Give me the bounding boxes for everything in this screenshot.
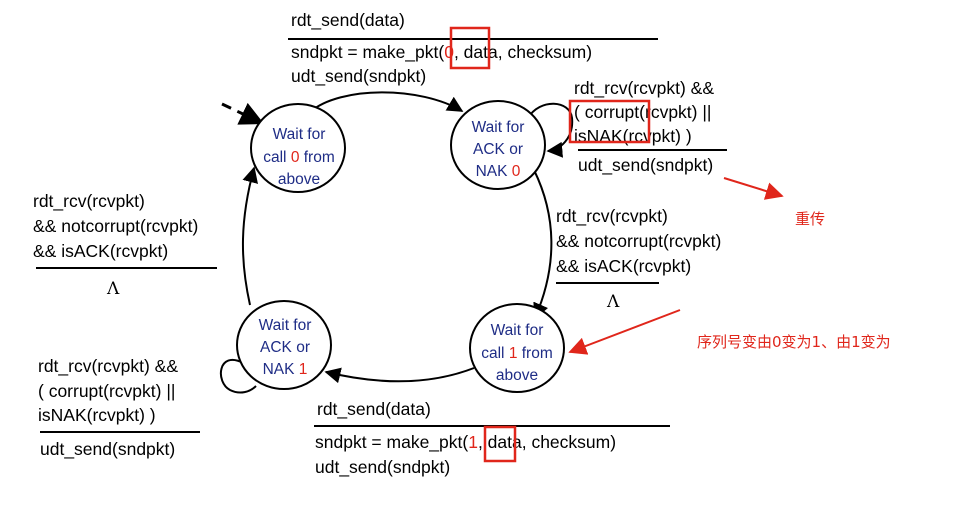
transition-top-label: rdt_send(data) sndpkt = make_pkt(0, data… xyxy=(288,10,658,87)
svg-text:&& notcorrupt(rcvpkt): && notcorrupt(rcvpkt) xyxy=(556,231,721,251)
svg-text:rdt_rcv(rcvpkt): rdt_rcv(rcvpkt) xyxy=(556,206,668,227)
svg-text:Wait for: Wait for xyxy=(273,126,326,143)
svg-text:rdt_rcv(rcvpkt) &&: rdt_rcv(rcvpkt) && xyxy=(574,78,714,99)
svg-text:&& notcorrupt(rcvpkt): && notcorrupt(rcvpkt) xyxy=(33,216,198,236)
svg-text:&& isACK(rcvpkt): && isACK(rcvpkt) xyxy=(33,241,168,261)
state-wait-call-1 xyxy=(469,303,565,393)
state-wait-call-0-label: Wait for call 0 from above xyxy=(263,126,335,188)
transition-call1-to-ack1 xyxy=(324,367,475,384)
svg-text:isNAK(rcvpkt) ): isNAK(rcvpkt) ) xyxy=(38,405,156,425)
svg-text:udt_send(sndpkt): udt_send(sndpkt) xyxy=(578,155,713,176)
svg-text:udt_send(sndpkt): udt_send(sndpkt) xyxy=(315,457,450,478)
transition-top-right-loop-label: rdt_rcv(rcvpkt) && ( corrupt(rcvpkt) || … xyxy=(568,78,727,176)
retransmit-note: 重传 xyxy=(795,210,825,228)
svg-text:( corrupt(rcvpkt) ||: ( corrupt(rcvpkt) || xyxy=(574,102,711,122)
svg-text:NAK 1: NAK 1 xyxy=(263,361,308,378)
state-wait-call-1-label: Wait for call 1 from above xyxy=(481,322,553,384)
sequence-arrow xyxy=(568,309,681,355)
svg-text:ACK or: ACK or xyxy=(260,339,310,356)
state-wait-ack-1-label: Wait for ACK or NAK 1 xyxy=(259,317,312,378)
svg-text:NAK 0: NAK 0 xyxy=(476,163,521,180)
svg-text:udt_send(sndpkt): udt_send(sndpkt) xyxy=(291,66,426,87)
svg-text:( corrupt(rcvpkt) ||: ( corrupt(rcvpkt) || xyxy=(38,381,175,401)
svg-text:Λ: Λ xyxy=(606,292,620,312)
svg-text:Λ: Λ xyxy=(106,279,120,299)
svg-text:call 1 from: call 1 from xyxy=(481,345,553,362)
svg-text:rdt_send(data): rdt_send(data) xyxy=(291,10,405,31)
sequence-note: 序列号变由0变为1、由1变为 xyxy=(697,333,891,351)
svg-text:Wait for: Wait for xyxy=(491,322,544,339)
svg-text:&& isACK(rcvpkt): && isACK(rcvpkt) xyxy=(556,256,691,276)
svg-text:sndpkt = make_pkt(1, data, che: sndpkt = make_pkt(1, data, checksum) xyxy=(315,432,616,453)
initial-state-arrow xyxy=(221,102,265,125)
transition-ack0-to-call1 xyxy=(533,169,553,320)
transition-right-label: rdt_rcv(rcvpkt) && notcorrupt(rcvpkt) &&… xyxy=(556,206,721,312)
highlight-box-seq-1 xyxy=(483,425,517,463)
transition-bottom-label: rdt_send(data) sndpkt = make_pkt(1, data… xyxy=(314,399,670,478)
svg-text:udt_send(sndpkt): udt_send(sndpkt) xyxy=(40,439,175,460)
transition-ack1-to-call0 xyxy=(241,166,258,306)
svg-text:above: above xyxy=(278,171,320,188)
self-loop-ack0 xyxy=(527,102,574,158)
transition-left-label: rdt_rcv(rcvpkt) && notcorrupt(rcvpkt) &&… xyxy=(33,191,217,299)
state-wait-ack-0 xyxy=(450,100,546,190)
state-wait-ack-0-label: Wait for ACK or NAK 0 xyxy=(472,119,525,180)
state-wait-call-0 xyxy=(250,103,346,193)
svg-text:rdt_send(data): rdt_send(data) xyxy=(317,399,431,420)
state-wait-ack-1 xyxy=(236,300,332,390)
svg-text:Wait for: Wait for xyxy=(259,317,312,334)
highlight-box-seq-0 xyxy=(449,26,491,70)
svg-text:above: above xyxy=(496,367,538,384)
svg-text:Wait for: Wait for xyxy=(472,119,525,136)
transition-bottom-left-loop-label: rdt_rcv(rcvpkt) && ( corrupt(rcvpkt) || … xyxy=(38,356,200,460)
highlight-box-corrupt xyxy=(568,99,651,144)
svg-text:ACK or: ACK or xyxy=(473,141,523,158)
svg-text:call 0 from: call 0 from xyxy=(263,149,335,166)
svg-text:sndpkt = make_pkt(0, data, che: sndpkt = make_pkt(0, data, checksum) xyxy=(291,42,592,63)
svg-text:rdt_rcv(rcvpkt): rdt_rcv(rcvpkt) xyxy=(33,191,145,212)
svg-text:rdt_rcv(rcvpkt) &&: rdt_rcv(rcvpkt) && xyxy=(38,356,178,377)
transition-call0-to-ack0 xyxy=(309,91,464,113)
self-loop-ack1 xyxy=(220,359,257,394)
retransmit-arrow xyxy=(723,177,784,200)
